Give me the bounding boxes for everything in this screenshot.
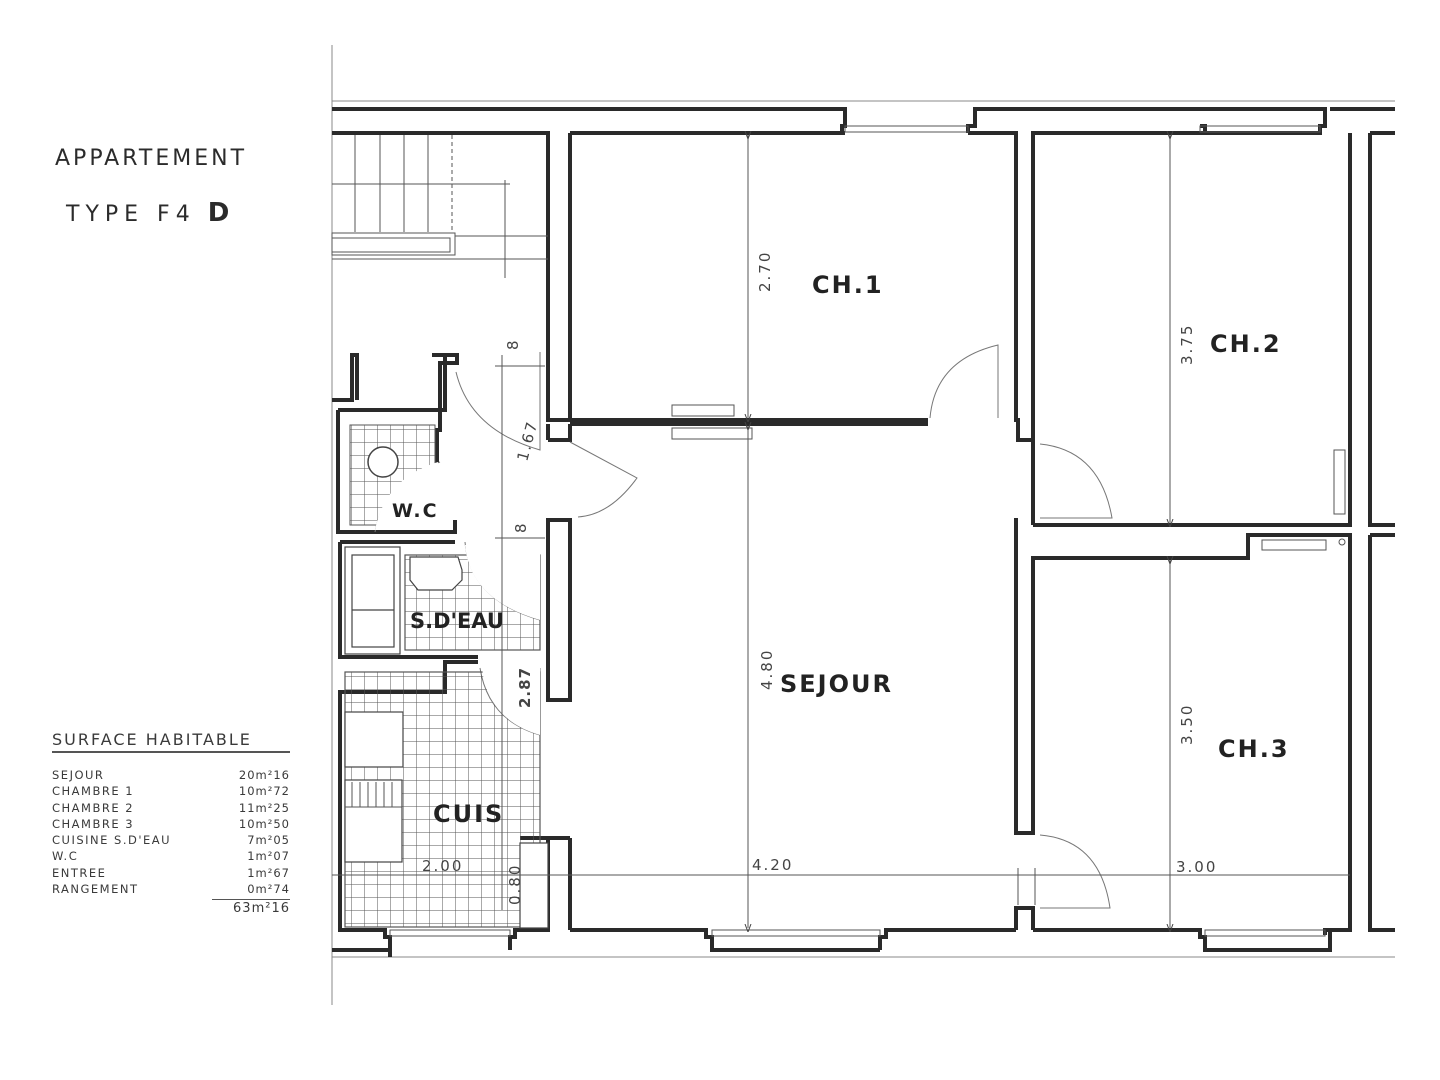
surface-value: 1m²07 bbox=[247, 849, 290, 864]
surface-row: CHAMBRE 3 10m²50 bbox=[52, 816, 290, 832]
surface-label: CUISINE S.D'EAU bbox=[52, 833, 172, 848]
surface-row: SEJOUR 20m²16 bbox=[52, 767, 290, 783]
plan-title-line2: TYPE F4 D bbox=[66, 198, 229, 228]
surface-label: SEJOUR bbox=[52, 768, 105, 782]
walls bbox=[332, 107, 1395, 957]
dimension-lines bbox=[332, 135, 1350, 928]
dim-cuis-depth: 0.80 bbox=[506, 864, 524, 905]
toilet-icon bbox=[367, 446, 399, 478]
room-label-cuis: CUIS bbox=[433, 800, 504, 828]
dim-sejour-height: 4.80 bbox=[758, 649, 776, 690]
surface-value: 1m²67 bbox=[247, 865, 290, 880]
dim-entree-wall-bottom: 8 bbox=[512, 521, 530, 533]
room-label-sdeau: S.D'EAU bbox=[410, 609, 504, 633]
surface-row: CUISINE S.D'EAU 7m²05 bbox=[52, 832, 290, 848]
plan-variant: D bbox=[207, 198, 230, 228]
surface-habitable-table: SURFACE HABITABLE SEJOUR 20m²16 CHAMBRE 1… bbox=[52, 730, 290, 916]
dim-cuis-width: 2.00 bbox=[422, 857, 463, 875]
surface-row: CHAMBRE 2 11m²25 bbox=[52, 800, 290, 816]
room-label-ch1: CH.1 bbox=[812, 271, 884, 299]
cuisine-fixtures bbox=[344, 668, 549, 929]
room-label-ch2: CH.2 bbox=[1210, 330, 1282, 358]
radiators bbox=[671, 404, 1346, 551]
dim-entree-wall-top: 8 bbox=[504, 338, 522, 350]
room-label-sejour: SEJOUR bbox=[780, 670, 893, 698]
plan-type: TYPE F4 bbox=[66, 202, 196, 227]
surface-value: 10m²72 bbox=[238, 784, 290, 799]
sdeau-fixtures bbox=[344, 545, 541, 655]
surface-label: ENTREE bbox=[52, 865, 107, 880]
surface-value: 20m²16 bbox=[238, 768, 290, 782]
surface-value: 0m²74 bbox=[247, 882, 290, 897]
dim-ch3-width: 3.00 bbox=[1176, 858, 1217, 876]
surface-label: RANGEMENT bbox=[52, 882, 139, 897]
dim-sdeau-cuis: 2.87 bbox=[516, 667, 534, 708]
dim-ch2-height: 3.75 bbox=[1178, 324, 1196, 365]
surface-total: 63m²16 bbox=[212, 899, 290, 916]
dim-ch3-height: 3.50 bbox=[1178, 704, 1196, 745]
dim-entree-length: 1.67 bbox=[513, 418, 541, 463]
surface-value: 11m²25 bbox=[238, 800, 290, 815]
reference-lines bbox=[331, 45, 1395, 1005]
windows bbox=[389, 125, 1326, 937]
surface-label: CHAMBRE 2 bbox=[52, 800, 135, 815]
surface-value: 10m²50 bbox=[238, 816, 290, 831]
surface-value: 7m²05 bbox=[247, 833, 290, 848]
plan-title-line1: APPARTEMENT bbox=[55, 146, 248, 171]
surface-row: ENTREE 1m²67 bbox=[52, 865, 290, 881]
surface-row: RANGEMENT 0m²74 bbox=[52, 881, 290, 897]
surface-row: W.C 1m²07 bbox=[52, 848, 290, 864]
staircase bbox=[331, 135, 548, 278]
surface-label: CHAMBRE 3 bbox=[52, 816, 135, 831]
room-label-ch3: CH.3 bbox=[1218, 735, 1290, 763]
surface-label: W.C bbox=[52, 849, 79, 864]
surface-row: CHAMBRE 1 10m²72 bbox=[52, 783, 290, 799]
surface-heading: SURFACE HABITABLE bbox=[52, 730, 290, 753]
dim-sejour-width: 4.20 bbox=[752, 856, 793, 874]
dim-ch1-height: 2.70 bbox=[756, 251, 774, 292]
surface-label: CHAMBRE 1 bbox=[52, 784, 135, 799]
wc-fixtures bbox=[349, 424, 438, 530]
room-label-wc: W.C bbox=[392, 500, 439, 522]
